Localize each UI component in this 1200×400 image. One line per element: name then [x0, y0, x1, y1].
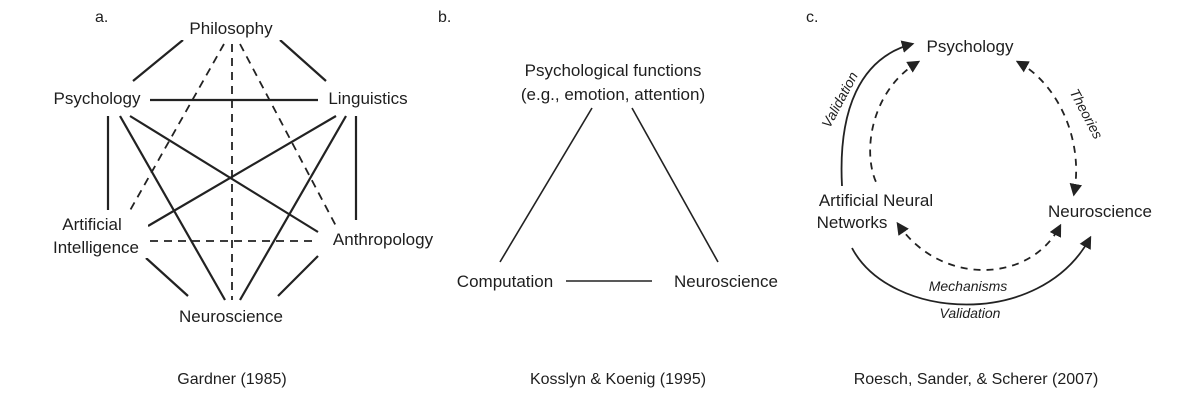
- panel-c-caption: Roesch, Sander, & Scherer (2007): [854, 371, 1099, 388]
- edge-ai-neuroscience: [145, 257, 189, 297]
- edge-functions-computation: [499, 107, 593, 263]
- panel-c: c. Psychology Artificial Neural Networks…: [806, 9, 1152, 388]
- panel-b-letter: b.: [438, 9, 451, 26]
- node-ann-line1: Artificial Neural: [819, 191, 933, 210]
- arrow-psychology-neuroscience-dashed: [1015, 60, 1083, 197]
- panel-a-caption: Gardner (1985): [177, 371, 286, 388]
- label-validation-top: Validation: [818, 69, 861, 131]
- node-anthropology: Anthropology: [333, 230, 434, 249]
- node-psych-functions-line1: Psychological functions: [525, 61, 702, 80]
- node-computation: Computation: [457, 272, 553, 291]
- edge-anthropology-neuroscience: [277, 255, 319, 297]
- panel-c-letter: c.: [806, 9, 818, 26]
- node-neuroscience-b: Neuroscience: [674, 272, 778, 291]
- label-validation-bottom: Validation: [940, 305, 1001, 321]
- panel-b: b. Psychological functions (e.g., emotio…: [438, 9, 778, 388]
- panel-a-dashed-edges: [127, 43, 337, 300]
- node-psychology-c: Psychology: [927, 37, 1014, 56]
- edge-linguistics-neuroscience: [239, 115, 347, 301]
- arrow-ann-to-neuroscience: [851, 235, 1092, 306]
- node-neuroscience-c: Neuroscience: [1048, 202, 1152, 221]
- label-mechanisms: Mechanisms: [929, 278, 1008, 294]
- panel-a-letter: a.: [95, 9, 108, 26]
- node-linguistics: Linguistics: [328, 89, 407, 108]
- arrow-ann-neuroscience-dashed: [896, 221, 1062, 271]
- panel-a-solid-edges: [106, 39, 358, 301]
- edge-functions-neuroscience: [631, 107, 719, 263]
- node-ann-line2: Networks: [817, 213, 888, 232]
- edge-psychology-neuroscience: [119, 115, 226, 301]
- edge-linguistics-ai: [147, 115, 337, 227]
- node-neuroscience: Neuroscience: [179, 307, 283, 326]
- node-ai-line1: Artificial: [62, 215, 122, 234]
- edge-philosophy-ai: [127, 43, 225, 215]
- panel-b-caption: Kosslyn & Koenig (1995): [530, 371, 706, 388]
- edge-philosophy-psychology: [132, 39, 184, 82]
- label-theories: Theories: [1067, 86, 1107, 142]
- panel-a-nodes: Philosophy Psychology Linguistics Artifi…: [40, 14, 446, 326]
- arrow-psychology-ann-dashed: [869, 60, 921, 183]
- node-ai-line2: Intelligence: [53, 238, 139, 257]
- edge-philosophy-anthropology: [239, 43, 337, 227]
- node-philosophy: Philosophy: [189, 19, 273, 38]
- node-psychology: Psychology: [54, 89, 141, 108]
- node-psych-functions-line2: (e.g., emotion, attention): [521, 85, 705, 104]
- arrow-ann-to-psychology: [840, 40, 915, 187]
- edge-philosophy-linguistics: [279, 39, 327, 82]
- edge-psychology-anthropology: [129, 115, 319, 233]
- panel-a: a. Philosophy Psyc: [40, 9, 446, 388]
